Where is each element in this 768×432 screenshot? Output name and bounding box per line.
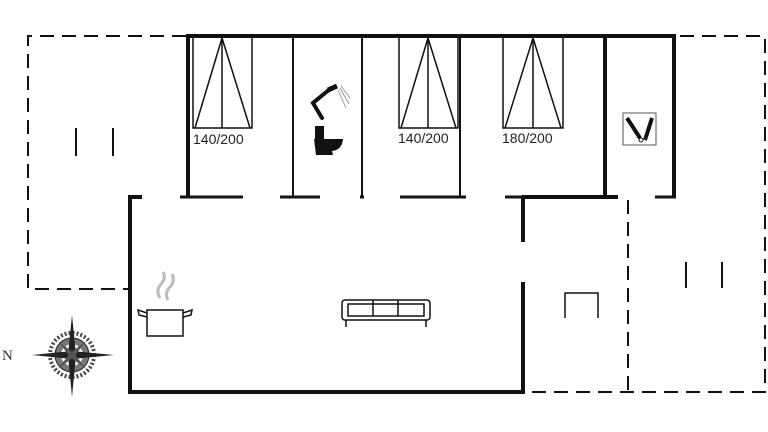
sofa-icon xyxy=(341,299,431,327)
bed-label: 140/200 xyxy=(398,130,449,146)
bed-3 xyxy=(502,35,564,129)
bed-2 xyxy=(398,35,459,129)
walls xyxy=(128,34,676,394)
bed-label: 180/200 xyxy=(502,130,553,146)
toilet-icon xyxy=(314,126,343,155)
bed-1 xyxy=(192,35,253,129)
washing-utility-icon xyxy=(622,112,657,146)
shower-icon xyxy=(310,83,351,120)
kitchen-pot-icon xyxy=(137,271,193,337)
terrace-left xyxy=(27,35,186,290)
compass-north-label: N xyxy=(2,348,13,364)
bed-label: 140/200 xyxy=(193,131,244,147)
compass-rose-icon xyxy=(32,315,114,397)
terrace-marks xyxy=(75,128,723,288)
terrace-right xyxy=(528,35,766,393)
table-icon xyxy=(564,292,599,318)
